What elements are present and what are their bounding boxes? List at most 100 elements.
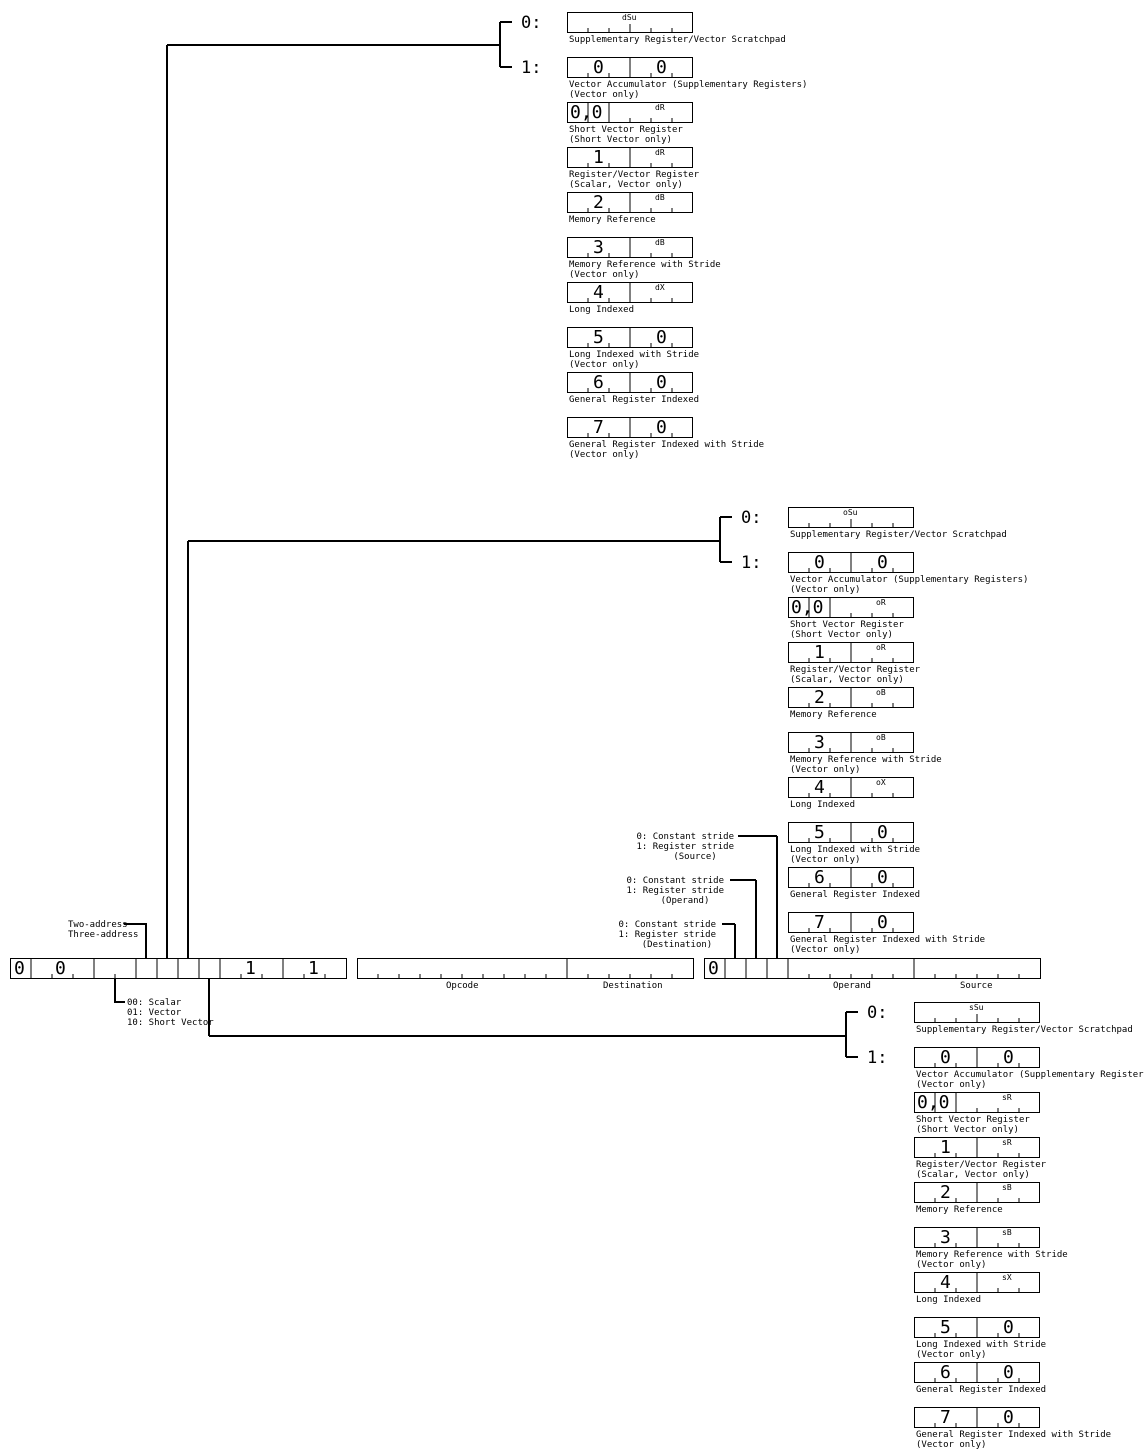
group-1-mode-6-caption: Long Indexed with Stride(Vector only) — [790, 845, 920, 865]
group-1-scratch-label: oSu — [843, 508, 858, 517]
group-0-mode-7-right: 0 — [656, 372, 667, 393]
stride-destination-line-3: (Destination) — [641, 940, 713, 950]
group-1-mode-3-box — [788, 687, 914, 708]
group-0-mode-2-caption-line-0: Register/Vector Register — [569, 170, 700, 180]
group-0-mode-5-left: 4 — [593, 282, 604, 303]
group-1-mode-8-caption-line-1: (Vector only) — [790, 945, 861, 955]
group-2-mode-0-caption-line-1: (Vector only) — [916, 1080, 987, 1090]
group-1-mode-6-caption-line-1: (Vector only) — [790, 855, 861, 865]
address-mode-label: Two-address Three-address — [68, 920, 138, 940]
stride-source-line-1: 0: Constant stride — [636, 832, 734, 842]
group-0-mode-5-box — [567, 282, 693, 303]
group-0-mode-4-caption-line-1: (Vector only) — [569, 270, 640, 280]
bit-0: 0 — [14, 958, 25, 979]
group-1-mode-3-caption: Memory Reference — [790, 710, 877, 720]
group-0-mode-5-reg: dX — [655, 283, 665, 292]
group-2-mode-1-caption-line-1: (Short Vector only) — [916, 1125, 1019, 1135]
group-0-mode-6-caption: Long Indexed with Stride(Vector only) — [569, 350, 699, 370]
word-segment-3 — [704, 958, 1041, 979]
group-1-mode-3-caption-line-0: Memory Reference — [790, 710, 877, 720]
group-0-mode-6-caption-line-1: (Vector only) — [569, 360, 640, 370]
field-opcode-label: Opcode — [446, 981, 479, 991]
group-1-mode-8-left: 7 — [814, 912, 825, 933]
group-0-mode-2-caption-line-1: (Scalar, Vector only) — [569, 180, 683, 190]
bit-a: 1 — [245, 958, 256, 979]
group-0-mode-8-right: 0 — [656, 417, 667, 438]
group-2-mode-3-left: 2 — [940, 1182, 951, 1203]
group-1-mode-4-caption-line-1: (Vector only) — [790, 765, 861, 775]
group-1-mode-0-left: 0 — [814, 552, 825, 573]
group-1-mode-0-caption-line-1: (Vector only) — [790, 585, 861, 595]
group-2-scratch-label: sSu — [969, 1003, 984, 1012]
address-mode-line-1: Two-address — [68, 920, 128, 930]
group-0-mode-5-caption: Long Indexed — [569, 305, 634, 315]
group-1-mode-8-right: 0 — [877, 912, 888, 933]
group-2-mode-4-caption: Memory Reference with Stride(Vector only… — [916, 1250, 1068, 1270]
group-0-mode-6-box — [567, 327, 693, 348]
group-1-mode-7-left: 6 — [814, 867, 825, 888]
group-1-mode-3-reg: oB — [876, 688, 886, 697]
group-0-mode-5-caption-line-0: Long Indexed — [569, 305, 635, 315]
group-1-mode-2-left: 1 — [814, 642, 825, 663]
group-1-mode-8-box — [788, 912, 914, 933]
group-1-mode-1-box — [788, 597, 914, 618]
group-1-mode-4-reg: oB — [876, 733, 886, 742]
group-0-mode-6-right: 0 — [656, 327, 667, 348]
group-1-mode-2-caption: Register/Vector Register(Scalar, Vector … — [790, 665, 920, 685]
group-0-mode-2-left: 1 — [593, 147, 604, 168]
group-0-mode-4-caption-line-0: Memory Reference with Stride — [569, 260, 721, 270]
group-1-mode-8-caption-line-0: General Register Indexed with Stride — [790, 935, 986, 945]
group-0-mode-8-caption: General Register Indexed with Stride(Vec… — [569, 440, 764, 460]
field-destination-label: Destination — [603, 981, 663, 991]
group-1-mode-5-reg: oX — [876, 778, 886, 787]
group-2-mode-2-caption-line-1: (Scalar, Vector only) — [916, 1170, 1030, 1180]
field-source-label: Source — [960, 981, 993, 991]
group-2-scratch-box — [914, 1002, 1040, 1023]
group-2-mode-7-box — [914, 1362, 1040, 1383]
group-1-mode-0-box — [788, 552, 914, 573]
group-1-mode-5-left: 4 — [814, 777, 825, 798]
group-0-mode-1-caption-line-0: Short Vector Register — [569, 125, 683, 135]
group-1-mode-2-box — [788, 642, 914, 663]
stride-operand-line-2: 1: Register stride — [626, 886, 724, 896]
group-0-mode-1-reg: dR — [655, 103, 665, 112]
group-2-mode-4-box — [914, 1227, 1040, 1248]
group-0-mode-3-caption: Memory Reference — [569, 215, 656, 225]
stride-destination-line-2: 1: Register stride — [618, 930, 716, 940]
group-1-mode-0-caption-line-0: Vector Accumulator (Supplementary Regist… — [790, 575, 1029, 585]
group-0-mode-8-caption-line-0: General Register Indexed with Stride — [569, 440, 765, 450]
group-1-mode-6-caption-line-0: Long Indexed with Stride — [790, 845, 921, 855]
word-segment-2 — [357, 958, 694, 979]
group-2-mode-4-reg: sB — [1002, 1228, 1012, 1237]
stride-source-label: 0: Constant stride 1: Register stride (S… — [630, 832, 734, 862]
group-0-mode-8-box — [567, 417, 693, 438]
vector-type-line-3: 10: Short Vector — [127, 1018, 214, 1028]
stride-destination-line-1: 0: Constant stride — [618, 920, 716, 930]
group-1-mode-1-reg: oR — [876, 598, 886, 607]
group-2-mode-2-caption-line-0: Register/Vector Register — [916, 1160, 1047, 1170]
group-2-mode-2-reg: sR — [1002, 1138, 1012, 1147]
group-2-mode-6-caption-line-1: (Vector only) — [916, 1350, 987, 1360]
group-0-mode-0-box — [567, 57, 693, 78]
group-0-mode-7-caption: General Register Indexed — [569, 395, 699, 405]
group-2-mode-5-caption: Long Indexed — [916, 1295, 981, 1305]
group-2-mode-6-caption: Long Indexed with Stride(Vector only) — [916, 1340, 1046, 1360]
group-0-scratch-box — [567, 12, 693, 33]
group-1-mode-1-caption: Short Vector Register(Short Vector only) — [790, 620, 904, 640]
group-0-mode-0-caption-line-1: (Vector only) — [569, 90, 640, 100]
group-2-mode-0-caption: Vector Accumulator (Supplementary Regist… — [916, 1070, 1144, 1090]
group-0-mode-0-caption: Vector Accumulator (Supplementary Regist… — [569, 80, 807, 100]
group-2-mode-8-right: 0 — [1003, 1407, 1014, 1428]
group-1-mode-4-box — [788, 732, 914, 753]
bit-2: 0 — [55, 958, 66, 979]
group-2-mode-1-box — [914, 1092, 1040, 1113]
group-2-mode-0-box — [914, 1047, 1040, 1068]
group-0-mode-3-caption-line-0: Memory Reference — [569, 215, 656, 225]
group-2-mode-4-caption-line-1: (Vector only) — [916, 1260, 987, 1270]
group-2-mode-4-left: 3 — [940, 1227, 951, 1248]
group-2-mode-3-reg: sB — [1002, 1183, 1012, 1192]
group-0-mode-1-left: 0,0 — [570, 102, 603, 123]
group-1-mode-4-caption-line-0: Memory Reference with Stride — [790, 755, 942, 765]
group-2-mode-6-left: 5 — [940, 1317, 951, 1338]
group-2-mode-7-left: 6 — [940, 1362, 951, 1383]
